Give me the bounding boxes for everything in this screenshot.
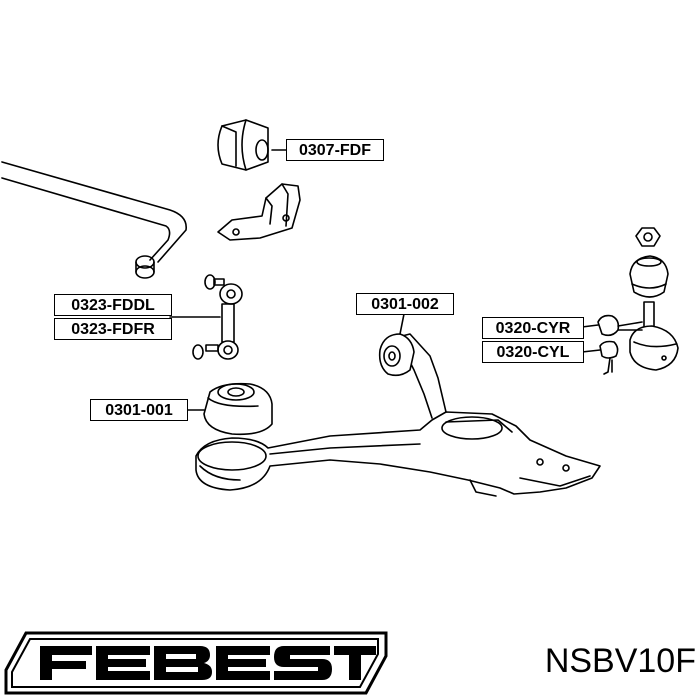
- label-ball-joint-left: 0320-CYL: [482, 341, 584, 363]
- stabilizer-link: [192, 274, 243, 360]
- leader-line: [399, 313, 405, 335]
- leader-line: [581, 324, 599, 328]
- arm-bushing-rear: [203, 382, 273, 436]
- lower-control-arm: [195, 333, 601, 497]
- ball-joint: [629, 227, 679, 371]
- arm-bushing-front: [378, 333, 415, 377]
- leader-line: [581, 349, 601, 353]
- brand-wordmark: [40, 646, 376, 680]
- label-arm-bushing-rear: 0301-001: [90, 399, 188, 421]
- label-arm-bushing-front: 0301-002: [356, 293, 454, 315]
- stabilizer-bar: [1, 161, 187, 279]
- ball-joint-bolt: [597, 314, 643, 375]
- label-stabilizer-bushing: 0307-FDF: [286, 139, 384, 161]
- label-link-left: 0323-FDDL: [54, 294, 172, 316]
- stabilizer-bushing: [217, 119, 269, 171]
- febest-logo: [4, 631, 388, 695]
- part-number: NSBV10F: [544, 642, 696, 680]
- label-ball-joint-right: 0320-CYR: [482, 317, 584, 339]
- bushing-bracket: [217, 183, 301, 241]
- label-link-right: 0323-FDFR: [54, 318, 172, 340]
